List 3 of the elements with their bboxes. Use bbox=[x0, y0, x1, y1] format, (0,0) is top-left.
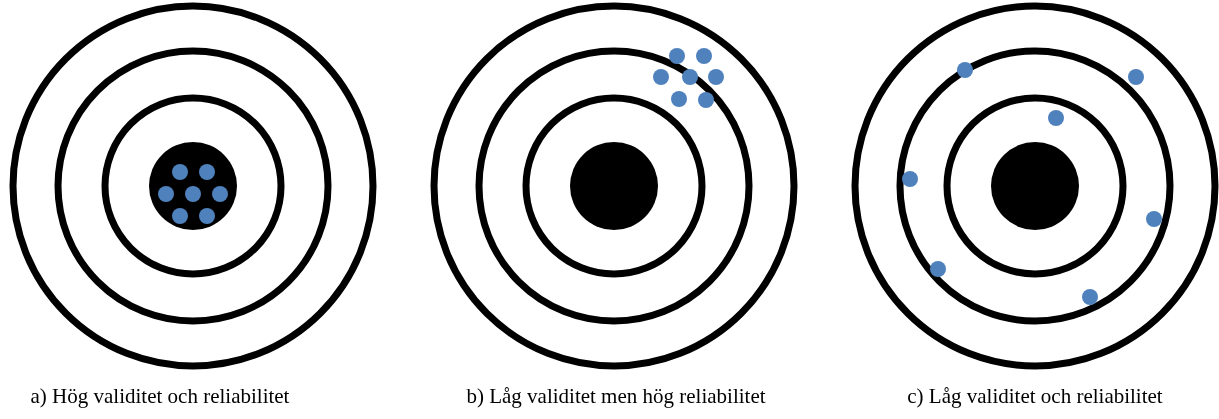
caption: a) Hög validitet och reliabilitet bbox=[30, 384, 290, 409]
caption: b) Låg validitet men hög reliabilitet bbox=[466, 384, 766, 409]
caption: c) Låg validitet och reliabilitet bbox=[907, 384, 1163, 409]
